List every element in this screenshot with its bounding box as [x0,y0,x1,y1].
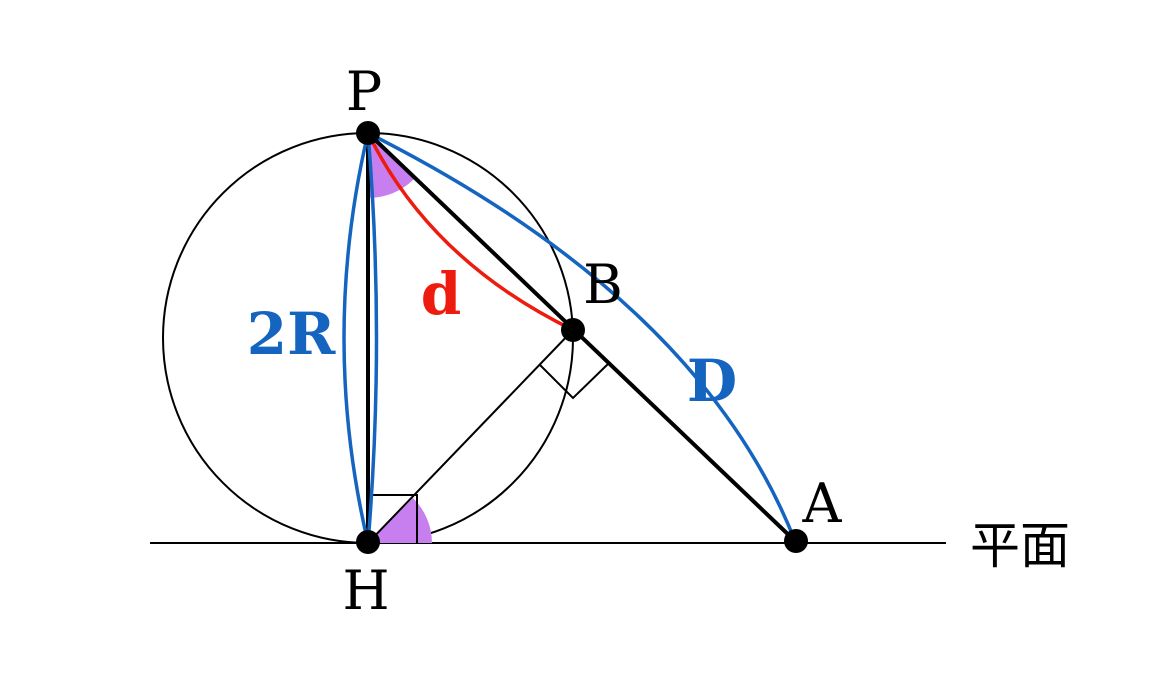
point-a [784,529,808,553]
arc-d [366,132,574,332]
arc-2r-left [342,132,370,544]
label-2r: 2R [247,300,336,368]
right-angle-mark-at-h [368,494,418,543]
label-p: P [346,60,382,123]
label-h: H [342,559,389,622]
point-b [561,318,585,342]
angle-mark-at-p [368,133,414,199]
plane-label: 平面 [970,517,1070,575]
point-p [356,121,380,145]
label-d: d [421,260,462,328]
arc-big-d [367,131,797,542]
point-h [356,530,380,554]
right-angle-mark-at-b [538,363,609,400]
segment-hb [367,329,574,544]
label-b: B [583,253,623,316]
arc-2r-right [366,132,379,544]
label-big-d: D [687,347,737,415]
label-a: A [802,472,843,535]
